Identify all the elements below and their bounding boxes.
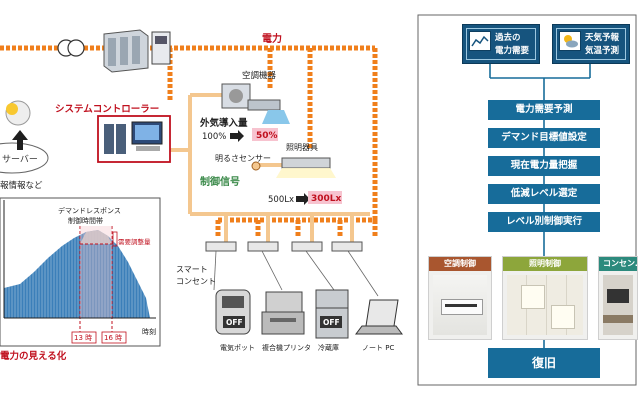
chart-icon	[469, 31, 491, 51]
outside-air-label: 外気導入量	[199, 117, 248, 129]
printer-icon	[261, 291, 305, 335]
laptop-label: ノート PC	[362, 344, 394, 352]
printer-label: 複合機プリンタ	[262, 343, 311, 352]
lux-from-value: 500Lx	[268, 195, 294, 205]
air-to-highlight	[252, 128, 278, 141]
past-demand-line2: 電力需要	[495, 46, 530, 56]
step-demand-target: デマンド目標値設定	[488, 128, 600, 148]
graph-caption: 電力の見える化	[0, 350, 67, 362]
step-current-power: 現在電力量把握	[488, 156, 600, 176]
smart-outlet-label-2: コンセント	[176, 277, 216, 286]
smart-outlets	[205, 241, 363, 252]
server-cloud: サーバー	[0, 142, 49, 174]
panel-lighting-control: 照明制御	[502, 256, 588, 340]
lighting-label: 照明器具	[286, 143, 318, 152]
ceiling-lighting-photo	[507, 275, 583, 335]
end-time-label: 16 時	[104, 334, 122, 342]
laptop-icon	[355, 299, 403, 335]
demand-area	[4, 230, 150, 318]
panel-outlet-title: コンセン… 電力制御	[599, 257, 637, 271]
panel-aircon-title: 空調制御	[429, 257, 491, 271]
weather-icon	[559, 31, 581, 51]
step-level-control: レベル別制御実行	[488, 212, 600, 232]
sensor-icon	[251, 161, 261, 171]
outlet-cords	[213, 250, 379, 297]
transformer-icon	[57, 39, 85, 57]
pot-off-text: OFF	[226, 318, 243, 327]
step-demand-forecast: 電力需要予測	[488, 100, 600, 120]
ceiling-aircon-photo	[433, 275, 487, 335]
lux-to-highlight	[308, 191, 342, 204]
demand-graph	[3, 200, 156, 344]
down-arrow-icon	[12, 130, 28, 150]
server-label: サーバー	[2, 154, 38, 165]
peak-reduction-area	[80, 230, 112, 244]
weather-forecast-line2: 気温予測	[585, 46, 620, 56]
lux-to-value: 300Lx	[311, 194, 342, 204]
fridge-off-badge	[320, 316, 342, 328]
aircon-label: 空調機器	[242, 70, 277, 81]
air-to-value: 50%	[256, 131, 278, 141]
pot-off-badge	[223, 316, 245, 328]
power-label: 電力	[262, 32, 282, 45]
right-arrow-icon	[230, 130, 244, 142]
past-demand-line1: 過去の	[495, 33, 521, 43]
air-conditioner-icon	[221, 83, 290, 124]
x-axis-label: 時刻	[142, 327, 156, 336]
step-recovery: 復旧	[488, 348, 600, 378]
sun-cloud-icon	[5, 100, 31, 126]
start-time-box	[71, 331, 97, 344]
light-fixture-icon	[276, 157, 336, 178]
control-signal-label: 制御信号	[200, 175, 240, 188]
switchgear-icon	[103, 29, 149, 73]
pot-label: 電気ポット	[220, 343, 255, 352]
fridge-off-text: OFF	[323, 318, 340, 327]
step-reduction-level: 低減レベル選定	[488, 184, 600, 204]
weather-forecast-line1: 天気予報	[585, 33, 620, 43]
weather-forecast-box: 天気予報 気温予測	[552, 24, 630, 64]
end-time-box	[101, 331, 127, 344]
controller-computer-icon	[104, 121, 163, 154]
office-desk-photo	[603, 275, 633, 335]
panel-outlet-control: コンセン… 電力制御	[598, 256, 638, 340]
smart-outlet-label-1: スマート	[176, 265, 208, 274]
control-window	[80, 226, 112, 318]
air-from-value: 100%	[202, 132, 226, 142]
fridge-label: 冷蔵庫	[318, 343, 339, 352]
past-demand-box: 過去の 電力需要	[462, 24, 540, 64]
adjust-bracket	[112, 231, 118, 247]
dr-label-2: 制御時間帯	[68, 216, 103, 225]
refrigerator-icon	[315, 289, 349, 339]
adjust-label: 需要調整量	[118, 237, 151, 246]
right-arrow-icon-2	[296, 193, 310, 205]
panel-lighting-title: 照明制御	[503, 257, 587, 271]
panel-aircon-control: 空調制御	[428, 256, 492, 340]
flow-connectors	[489, 62, 591, 348]
weather-info-label: 報情報など	[0, 180, 43, 191]
power-meter-icon	[151, 31, 171, 65]
brightness-sensor-label: 明るさセンサー	[215, 154, 271, 163]
system-controller-label: システムコントローラー	[55, 104, 159, 115]
start-time-label: 13 時	[74, 334, 92, 342]
dr-label-1: デマンドレスポンス	[58, 206, 121, 215]
